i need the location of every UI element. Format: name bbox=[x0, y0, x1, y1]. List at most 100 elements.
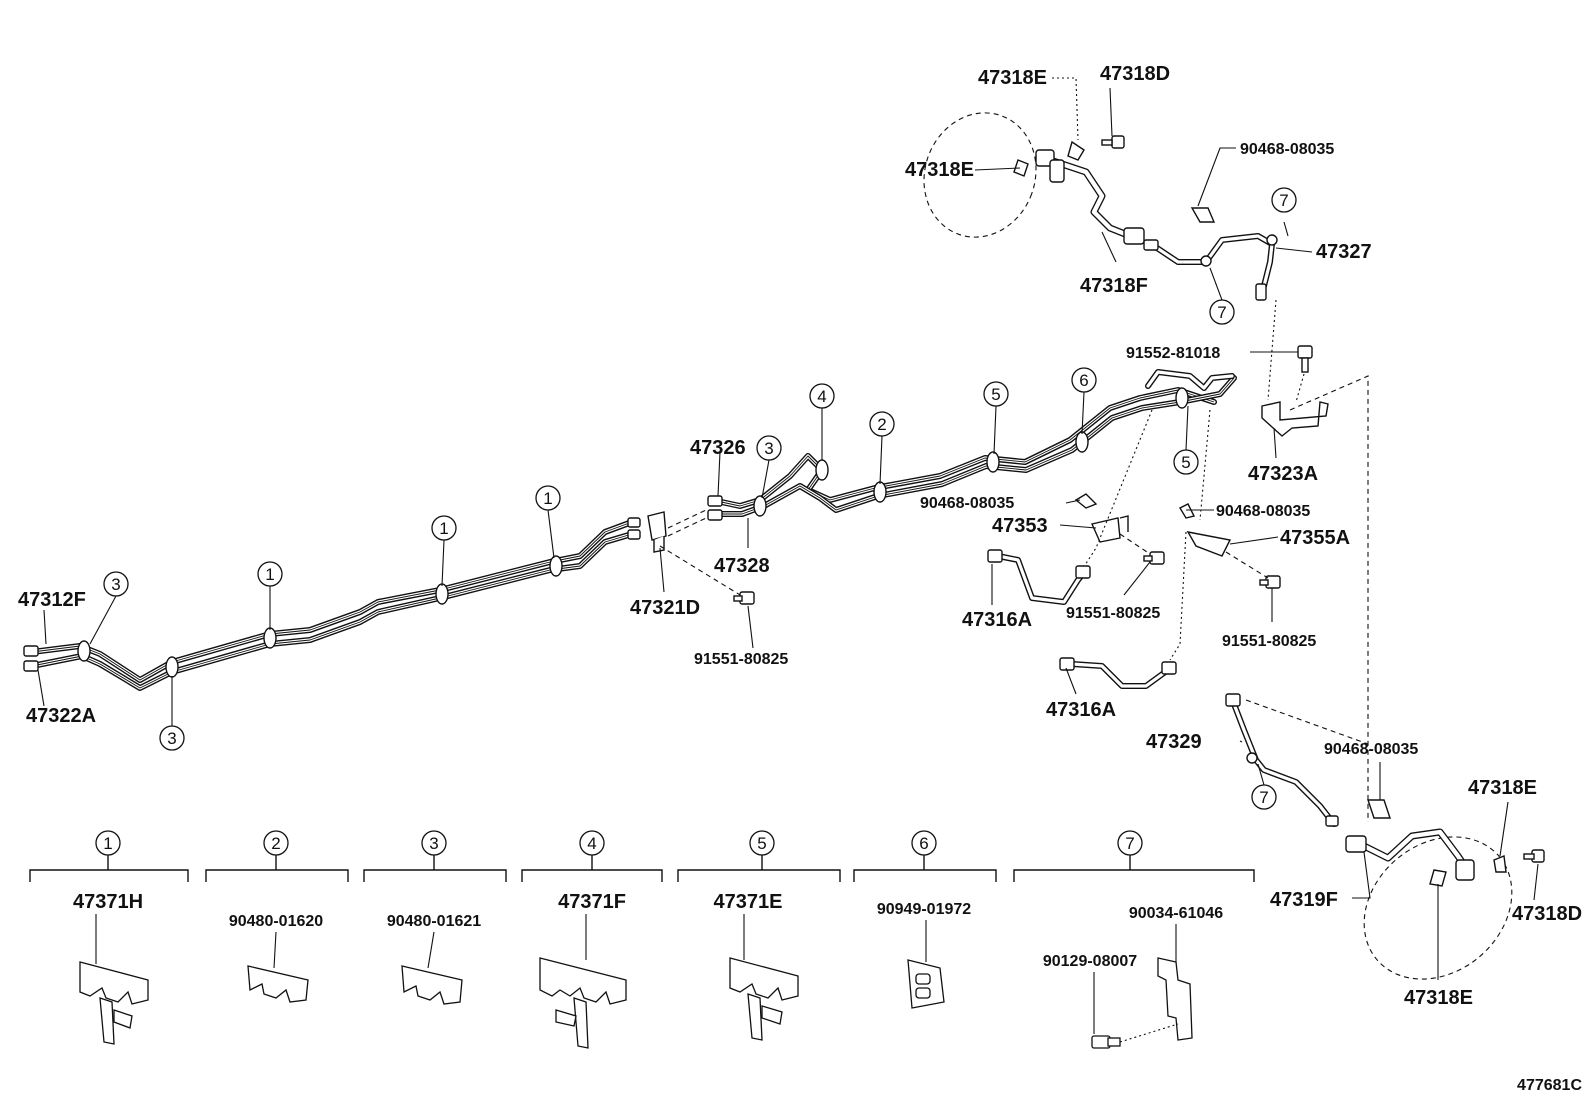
label-47318E-bottom: 47318E bbox=[1404, 987, 1473, 1009]
label-47328: 47328 bbox=[714, 555, 770, 577]
line-clamps bbox=[77, 387, 1189, 678]
lower-flex-hose-assembly bbox=[1345, 828, 1545, 980]
label-47318E-top: 47318E bbox=[978, 67, 1047, 89]
svg-text:90480-01621: 90480-01621 bbox=[387, 913, 481, 930]
label-47318D-top: 47318D bbox=[1100, 63, 1170, 85]
callout-5-b: 5 bbox=[1173, 449, 1199, 475]
callout-5-a: 5 bbox=[983, 381, 1009, 407]
legend-item-4: 4 47371F bbox=[521, 830, 663, 1049]
svg-text:90949-01972: 90949-01972 bbox=[877, 901, 971, 918]
legend-item-1: 1 47371H bbox=[29, 830, 189, 1045]
svg-text:1: 1 bbox=[439, 519, 448, 538]
label-47316A-b: 47316A bbox=[1046, 699, 1116, 721]
bolt-91551-b bbox=[1143, 551, 1165, 565]
top-flex-hose-assembly bbox=[923, 112, 1278, 301]
label-47327: 47327 bbox=[1316, 241, 1372, 263]
callout-6: 6 bbox=[1071, 367, 1097, 393]
bracket-47323A bbox=[1261, 345, 1329, 437]
label-47329: 47329 bbox=[1146, 731, 1202, 753]
callout-7-mid: 7 bbox=[1209, 299, 1235, 325]
legend-item-5: 5 47371E bbox=[677, 830, 841, 1041]
label-47355A: 47355A bbox=[1280, 527, 1350, 549]
rear-brake-line-bundle bbox=[709, 369, 1237, 517]
svg-text:1: 1 bbox=[265, 565, 274, 584]
clip-legend: 1 47371H 2 90480-01620 3 90480-01621 bbox=[29, 830, 1255, 1049]
label-47312F: 47312F bbox=[18, 589, 86, 611]
legend-item-2: 2 90480-01620 bbox=[205, 830, 349, 1003]
clip-90468-lower bbox=[1367, 799, 1391, 819]
label-90468-mid-right: 90468-08035 bbox=[1216, 503, 1310, 520]
label-47321D: 47321D bbox=[630, 597, 700, 619]
label-47318D-right: 47318D bbox=[1512, 903, 1582, 925]
label-47319F: 47319F bbox=[1270, 889, 1338, 911]
svg-text:90129-08007: 90129-08007 bbox=[1043, 953, 1137, 970]
callout-circles: 3 3 1 1 1 3 4 2 5 6 5 7 7 7 bbox=[103, 187, 1297, 810]
label-91551-c: 91551-80825 bbox=[1222, 633, 1316, 650]
callout-4: 4 bbox=[809, 383, 835, 409]
label-90468-mid-left: 90468-08035 bbox=[920, 495, 1014, 512]
label-91552: 91552-81018 bbox=[1126, 345, 1220, 362]
label-47318F: 47318F bbox=[1080, 275, 1148, 297]
svg-text:7: 7 bbox=[1125, 834, 1134, 853]
legend-item-7: 7 90034-61046 90129-08007 bbox=[1013, 830, 1255, 1049]
bracket-47321D bbox=[647, 511, 667, 553]
callout-1-b: 1 bbox=[431, 515, 457, 541]
pipe-47329 bbox=[1225, 693, 1339, 827]
callout-3-left-bottom: 3 bbox=[159, 725, 185, 751]
callout-3-left-top: 3 bbox=[103, 571, 129, 597]
callout-1-a: 1 bbox=[257, 561, 283, 587]
label-91551-b: 91551-80825 bbox=[1066, 605, 1160, 622]
svg-text:7: 7 bbox=[1279, 191, 1288, 210]
label-90468-low: 90468-08035 bbox=[1324, 741, 1418, 758]
callout-1-c: 1 bbox=[535, 485, 561, 511]
svg-text:6: 6 bbox=[1079, 371, 1088, 390]
callout-3-mid: 3 bbox=[756, 435, 782, 461]
svg-text:7: 7 bbox=[1217, 303, 1226, 322]
main-brake-line-bundle bbox=[29, 519, 635, 691]
callout-7-low: 7 bbox=[1251, 784, 1277, 810]
label-91551-a: 91551-80825 bbox=[694, 651, 788, 668]
bracket-47353 bbox=[1074, 493, 1129, 543]
bolt-91551-c bbox=[1259, 575, 1281, 589]
callout-7-top: 7 bbox=[1271, 187, 1297, 213]
svg-text:4: 4 bbox=[587, 834, 596, 853]
label-47326: 47326 bbox=[690, 437, 746, 459]
svg-text:3: 3 bbox=[764, 439, 773, 458]
svg-text:2: 2 bbox=[271, 834, 280, 853]
label-47316A-a: 47316A bbox=[962, 609, 1032, 631]
part-labels: 47318E 47318D 47318E 90468-08035 47327 4… bbox=[18, 63, 1582, 1009]
svg-text:5: 5 bbox=[1181, 453, 1190, 472]
svg-text:5: 5 bbox=[991, 385, 1000, 404]
leader-lines bbox=[37, 77, 1539, 980]
legend-item-6: 6 90949-01972 bbox=[853, 830, 997, 1009]
svg-text:47371H: 47371H bbox=[73, 891, 143, 913]
label-47323A: 47323A bbox=[1248, 463, 1318, 485]
svg-text:3: 3 bbox=[167, 729, 176, 748]
svg-text:3: 3 bbox=[111, 575, 120, 594]
bolt-91551-a bbox=[733, 591, 755, 605]
label-90468-top: 90468-08035 bbox=[1240, 141, 1334, 158]
svg-text:1: 1 bbox=[543, 489, 552, 508]
svg-text:90034-61046: 90034-61046 bbox=[1129, 905, 1223, 922]
legend-item-3: 3 90480-01621 bbox=[363, 830, 507, 1005]
flex-hose-47316A-upper bbox=[987, 549, 1091, 605]
left-fittings bbox=[23, 495, 723, 672]
svg-text:6: 6 bbox=[919, 834, 928, 853]
svg-text:7: 7 bbox=[1259, 788, 1268, 807]
svg-text:1: 1 bbox=[103, 834, 112, 853]
svg-text:5: 5 bbox=[757, 834, 766, 853]
svg-text:2: 2 bbox=[877, 415, 886, 434]
label-47353: 47353 bbox=[992, 515, 1048, 537]
bracket-47355A bbox=[1179, 503, 1232, 557]
svg-text:47371F: 47371F bbox=[558, 891, 626, 913]
label-47318E-right: 47318E bbox=[1468, 777, 1537, 799]
label-47322A: 47322A bbox=[26, 705, 96, 727]
flex-hose-47316A-lower bbox=[1059, 657, 1177, 689]
callout-2: 2 bbox=[869, 411, 895, 437]
label-47318E-left: 47318E bbox=[905, 159, 974, 181]
svg-text:3: 3 bbox=[429, 834, 438, 853]
diagram-id: 477681C bbox=[1517, 1077, 1582, 1094]
svg-text:90480-01620: 90480-01620 bbox=[229, 913, 323, 930]
svg-text:47371E: 47371E bbox=[714, 891, 783, 913]
